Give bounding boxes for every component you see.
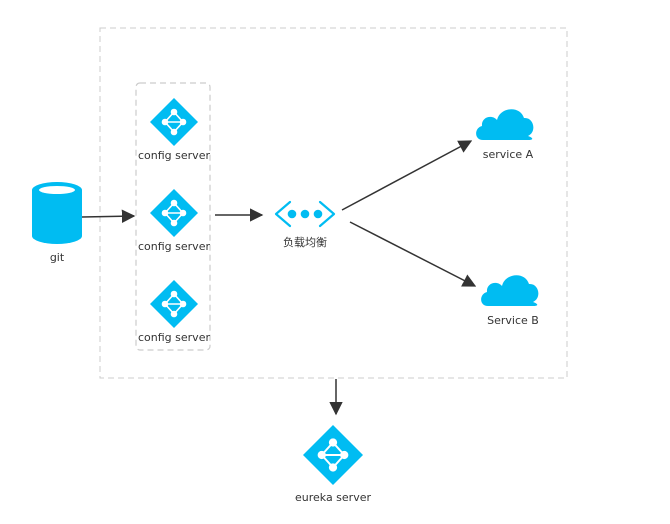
load-balancer-node[interactable]: 负载均衡 (274, 200, 336, 249)
load-balancer-label: 负载均衡 (283, 235, 327, 249)
eureka-server-label: eureka server (295, 491, 372, 504)
load-balancer-icon (274, 200, 336, 228)
network-diamond-icon (149, 97, 199, 147)
service-a-node[interactable]: service A (476, 109, 534, 161)
config-server-label-3: config server (138, 331, 210, 344)
config-server-node-2[interactable]: config server (138, 188, 210, 253)
eureka-server-node[interactable]: eureka server (295, 424, 372, 504)
arrow-loadbalancer-to-service-a (341, 140, 473, 211)
git-label: git (50, 251, 65, 264)
service-b-label: Service B (487, 314, 539, 327)
network-diamond-icon (302, 424, 364, 486)
service-a-label: service A (483, 148, 534, 161)
config-server-node-3[interactable]: config server (138, 279, 210, 344)
network-diamond-icon (149, 188, 199, 238)
config-server-group-boundary (135, 82, 211, 351)
cloud-icon (476, 109, 534, 140)
database-cylinder-icon (32, 182, 82, 244)
service-b-node[interactable]: Service B (481, 275, 539, 327)
git-node[interactable]: git (32, 182, 82, 264)
config-server-label-1: config server (138, 149, 210, 162)
network-diamond-icon (149, 279, 199, 329)
arrow-git-to-config (81, 209, 136, 223)
config-server-label-2: config server (138, 240, 210, 253)
outer-group-boundary (99, 27, 568, 379)
config-server-node-1[interactable]: config server (138, 97, 210, 162)
arrow-loadbalancer-to-service-b (349, 221, 477, 287)
cloud-icon (481, 275, 539, 306)
